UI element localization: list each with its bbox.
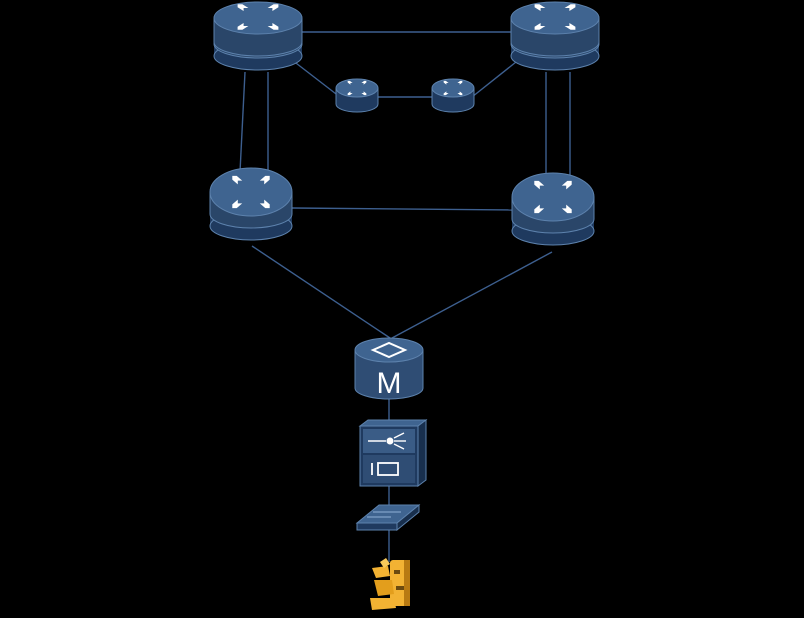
link-small-right-core-right	[471, 61, 517, 98]
link-agg-left-mux	[251, 245, 391, 339]
aggregation-router-right[interactable]	[511, 172, 595, 246]
aggregation-router-left[interactable]	[209, 167, 293, 241]
core-router-left[interactable]	[213, 1, 303, 71]
multiplexer-label: M	[377, 367, 402, 400]
modem[interactable]	[355, 503, 421, 532]
small-router-left[interactable]	[335, 78, 379, 113]
access-unit[interactable]	[358, 419, 428, 487]
modem-icon	[367, 511, 401, 518]
link-agg-left-agg-right	[291, 207, 513, 211]
link-core-left-small-left	[291, 59, 341, 98]
links	[239, 31, 571, 562]
link-agg-right-mux	[391, 251, 553, 339]
access-device-icon	[368, 432, 406, 476]
multiplexer-icon: M	[370, 341, 408, 400]
core-router-right[interactable]	[510, 1, 600, 71]
terminal[interactable]	[370, 558, 410, 610]
terminal-user-icon	[370, 558, 410, 610]
small-router-right[interactable]	[431, 78, 475, 113]
multiplexer[interactable]: M	[354, 337, 424, 400]
link-core-left-agg-left-a	[239, 71, 246, 173]
